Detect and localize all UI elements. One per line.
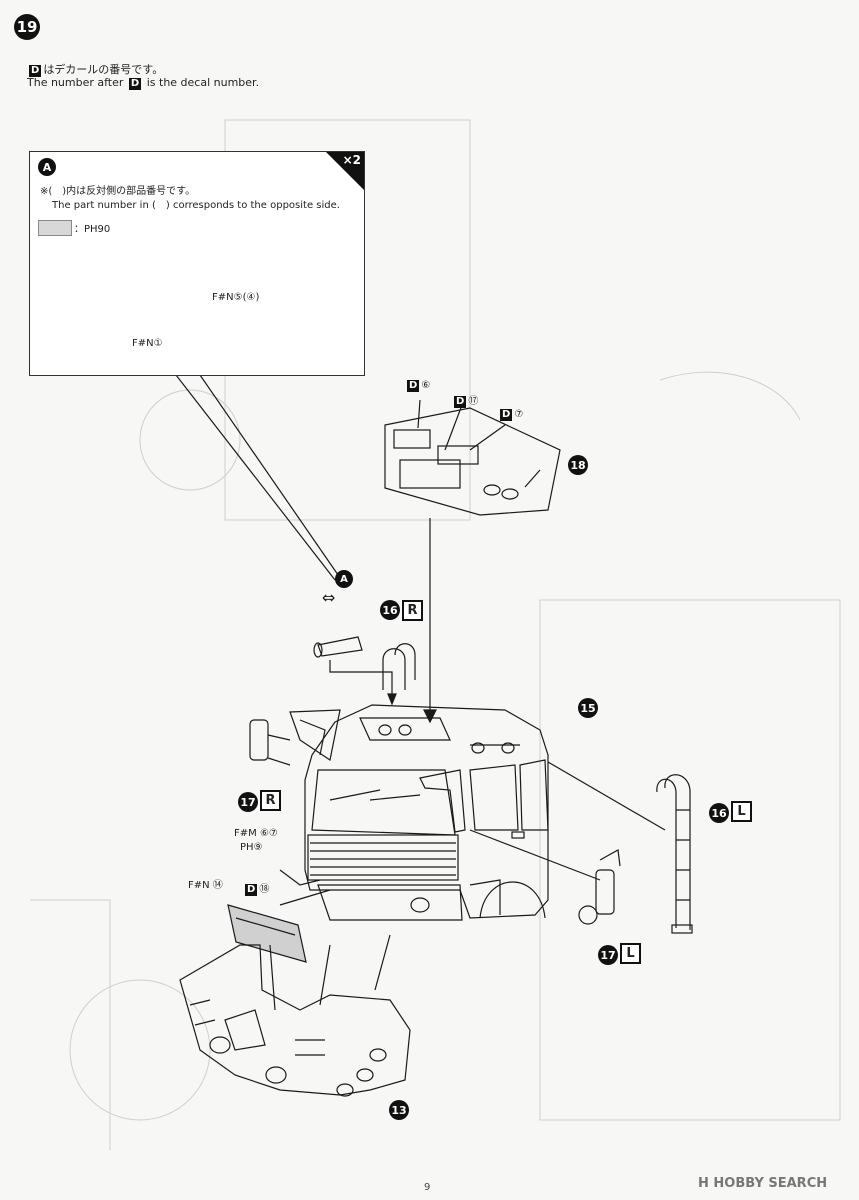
hobby-search-watermark: H HOBBY SEARCH xyxy=(698,1176,828,1191)
decal-note-en-post: is the decal number. xyxy=(146,76,260,89)
part-callout-13: 13 xyxy=(389,1100,409,1120)
part-callout-17-right: 17 xyxy=(238,792,258,812)
multiplier-corner xyxy=(326,152,364,190)
part-callout-17-left: 17 xyxy=(598,945,618,965)
inset-note-jp: ※( )内は反対側の部品番号です。 xyxy=(40,186,196,197)
part-callout-15: 15 xyxy=(578,698,598,718)
part-callout-18: 18 xyxy=(568,455,588,475)
decal-mark: D xyxy=(29,65,42,77)
ladder-part-16-left xyxy=(656,774,693,934)
part-label-ph9: PH⑨ xyxy=(240,842,263,853)
truck-cab xyxy=(304,704,549,921)
top-panel-part-18 xyxy=(384,399,561,516)
color-swatch xyxy=(38,220,72,236)
part-label-fn14: F#N ⑭ xyxy=(188,880,223,891)
part-callout-16-left: 16 xyxy=(709,803,729,823)
page-number: 9 xyxy=(424,1182,431,1193)
step-number-badge: 19 xyxy=(14,14,40,40)
mirror-left xyxy=(578,849,621,925)
inset-panel-a: ×2 A ※( )内は反対側の部品番号です。 The part number i… xyxy=(29,151,365,376)
assembly-a-badge: A xyxy=(335,570,353,588)
bumper-part-13 xyxy=(179,944,411,1097)
double-arrow-icon: ⇔ xyxy=(322,588,336,607)
part-label-fm67: F#M ⑥⑦ xyxy=(234,828,278,839)
side-mark-l: L xyxy=(731,801,752,822)
plate-decal xyxy=(227,904,307,963)
side-mark-r: R xyxy=(260,790,281,811)
decal-note-jp-text: はデカールの番号です。 xyxy=(43,63,164,76)
decal-note-en-pre: The number after xyxy=(27,76,124,89)
roof-horn xyxy=(313,636,397,706)
side-mark-r: R xyxy=(402,600,423,621)
part-callout-16-right: 16 xyxy=(380,600,400,620)
decal-mark: D xyxy=(128,78,142,90)
inset-letter-badge: A xyxy=(38,158,56,176)
swatch-label: ：PH90 xyxy=(74,224,111,235)
part-label-fn5: F#N⑤(④) xyxy=(212,292,260,303)
part-label-fn1: F#N① xyxy=(132,338,163,349)
decal-note-en: The number after D is the decal number. xyxy=(27,76,259,90)
side-mark-l: L xyxy=(620,943,641,964)
inset-note-en: The part number in ( ) corresponds to th… xyxy=(52,200,340,211)
mirror-right xyxy=(249,719,291,766)
multiplier-label: ×2 xyxy=(342,153,361,167)
